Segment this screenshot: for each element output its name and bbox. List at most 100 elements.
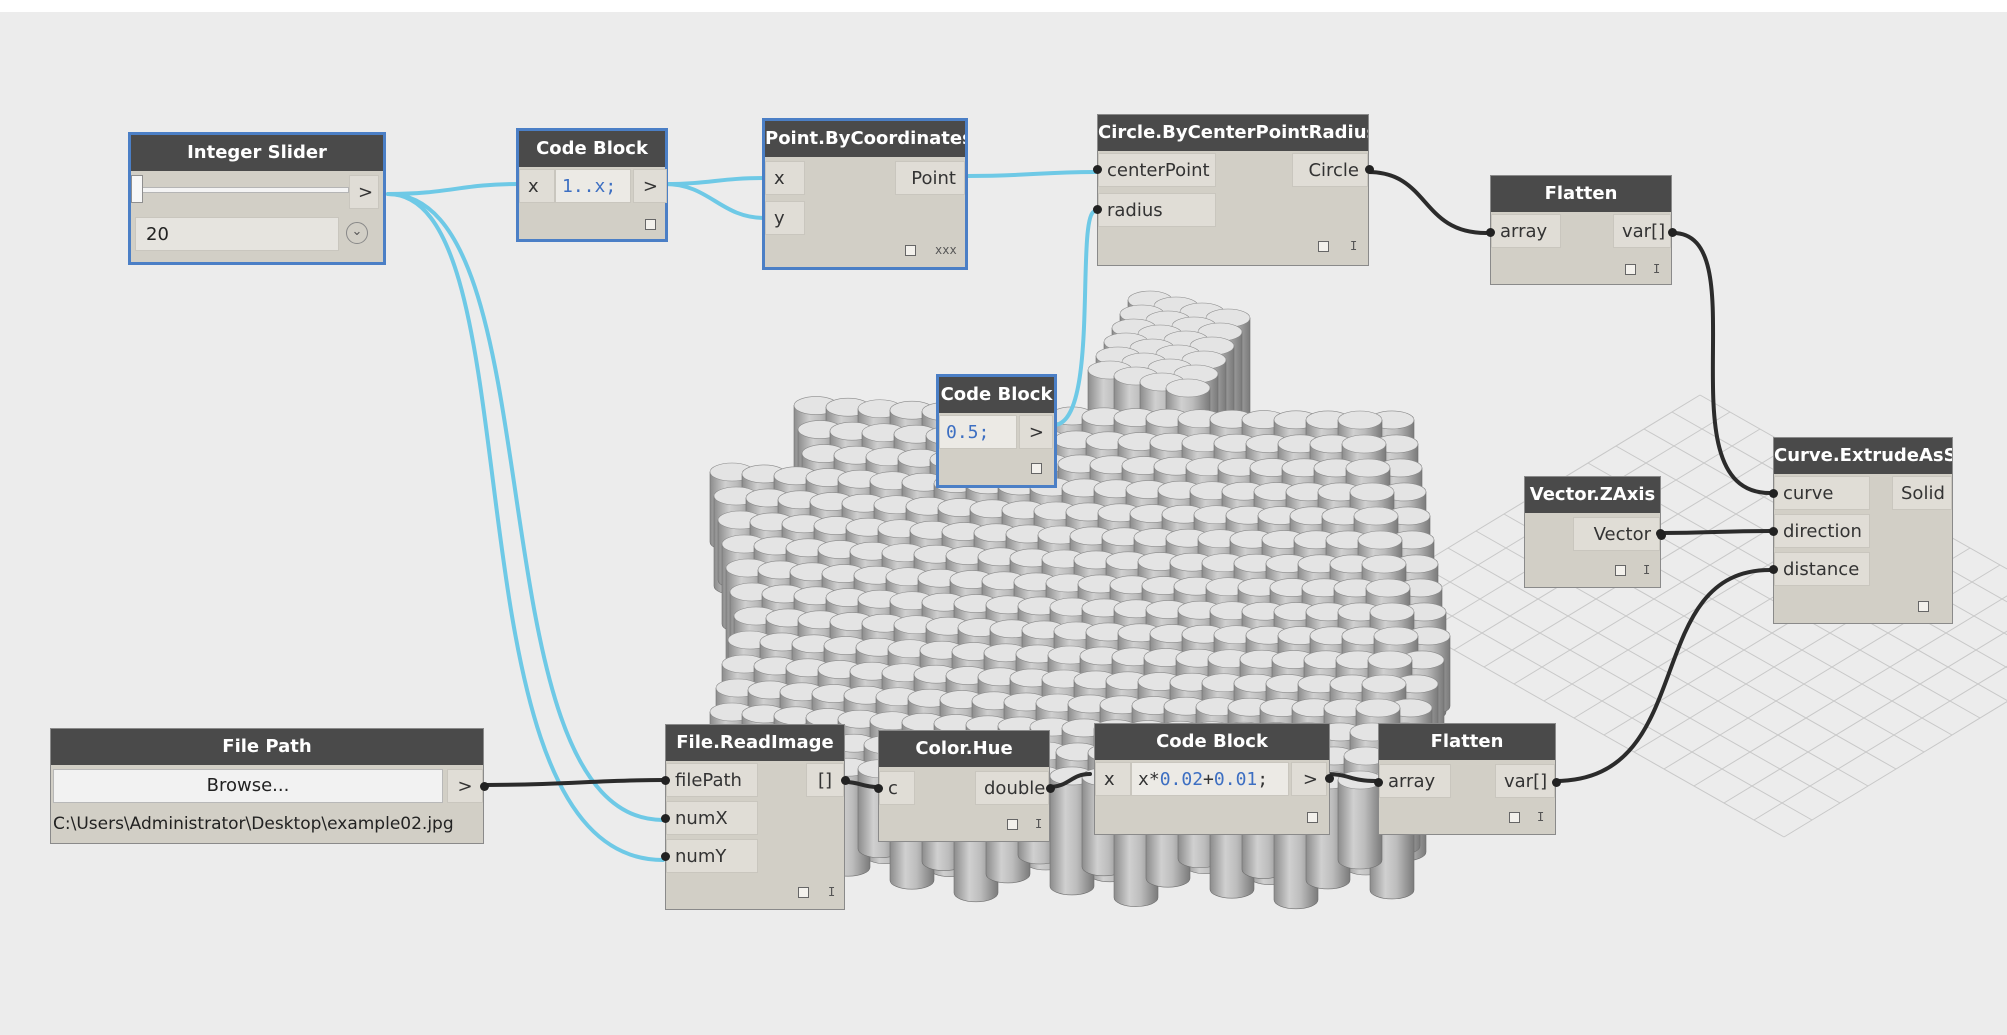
input-port-x[interactable]: x bbox=[1095, 762, 1131, 796]
wire-codeblock-to-point-y[interactable] bbox=[663, 182, 767, 220]
output-port[interactable]: > bbox=[447, 769, 483, 803]
file-readimage-node[interactable]: File.ReadImage filePath numX numY [] I bbox=[661, 724, 850, 910]
output-port[interactable]: > bbox=[633, 169, 667, 203]
color-hue-node[interactable]: Color.Hue c double I bbox=[874, 730, 1055, 842]
input-port-array[interactable]: array bbox=[1379, 764, 1451, 798]
input-port-y[interactable]: y bbox=[765, 201, 805, 235]
port-dot bbox=[480, 782, 489, 791]
input-port-direction[interactable]: direction bbox=[1774, 514, 1870, 548]
output-port-solid[interactable]: Solid bbox=[1892, 476, 1952, 510]
point-bycoordinates-node[interactable]: Point.ByCoordinates x y Point xxx bbox=[762, 118, 968, 270]
output-port[interactable]: > bbox=[1019, 415, 1053, 449]
output-port-point[interactable]: Point bbox=[895, 161, 965, 195]
wire-hue-to-code[interactable] bbox=[1046, 772, 1092, 789]
circle-bycenterpointradius-node[interactable]: Circle.ByCenterPointRadius centerPoint r… bbox=[1093, 114, 1374, 266]
preview-toggle[interactable] bbox=[645, 219, 656, 230]
grid-line bbox=[1447, 547, 1869, 787]
output-port-vector[interactable]: Vector bbox=[1573, 517, 1660, 551]
code-text[interactable]: 1..x; bbox=[555, 169, 631, 203]
input-port-numx[interactable]: numX bbox=[666, 801, 758, 835]
input-port-c[interactable]: c bbox=[879, 771, 915, 805]
input-port-x[interactable]: x bbox=[765, 161, 805, 195]
slider-value-field[interactable]: 20 bbox=[135, 217, 339, 251]
curve-extrudeassolid-node[interactable]: Curve.ExtrudeAsSolid curve direction dis… bbox=[1769, 437, 1953, 624]
node-title: Code Block bbox=[1095, 724, 1329, 760]
output-port-var[interactable]: var[] bbox=[1495, 764, 1555, 798]
code-block-radius-node[interactable]: Code Block 0.5; > bbox=[936, 374, 1057, 488]
port-dot bbox=[661, 852, 670, 861]
slider-thumb[interactable] bbox=[131, 175, 143, 203]
wire-filepath-to-readimage[interactable] bbox=[484, 778, 665, 787]
code-range: 1..x; bbox=[562, 176, 617, 197]
lacing-indicator: I bbox=[1350, 239, 1358, 253]
port-dot bbox=[1552, 778, 1561, 787]
file-path-node[interactable]: File Path Browse... > C:\Users\Administr… bbox=[50, 728, 489, 844]
wire-image-to-hue[interactable] bbox=[843, 780, 880, 789]
code-text[interactable]: x*0.02+0.01; bbox=[1131, 762, 1289, 796]
input-port-numy[interactable]: numY bbox=[666, 839, 758, 873]
input-port-radius[interactable]: radius bbox=[1098, 193, 1216, 227]
node-title: Flatten bbox=[1491, 176, 1671, 212]
node-title: Code Block bbox=[519, 131, 665, 167]
code-block-scale-node[interactable]: Code Block x x*0.02+0.01; > bbox=[1094, 723, 1334, 835]
output-port-var[interactable]: var[] bbox=[1613, 214, 1671, 248]
input-port-distance[interactable]: distance bbox=[1774, 552, 1870, 586]
input-port-curve[interactable]: curve bbox=[1774, 476, 1870, 510]
wire-circle-to-flatten[interactable] bbox=[1366, 170, 1488, 235]
lacing-indicator: xxx bbox=[935, 243, 957, 257]
code-number: 0.02 bbox=[1159, 769, 1204, 790]
port-dot bbox=[1374, 778, 1383, 787]
preview-toggle[interactable] bbox=[1031, 463, 1042, 474]
flatten-node-bottom[interactable]: Flatten array var[] I bbox=[1374, 723, 1561, 835]
output-port[interactable]: [] bbox=[806, 763, 844, 797]
port-dot bbox=[1046, 784, 1055, 793]
wire-slider-to-codeblock[interactable] bbox=[386, 182, 522, 196]
preview-toggle[interactable] bbox=[1509, 812, 1520, 823]
code-part: x* bbox=[1138, 769, 1160, 790]
preview-toggle[interactable] bbox=[1615, 565, 1626, 576]
node-title: File Path bbox=[51, 729, 483, 765]
input-port-array[interactable]: array bbox=[1491, 214, 1561, 248]
wire-vector-to-direction[interactable] bbox=[1659, 529, 1772, 535]
node-title: Integer Slider bbox=[131, 135, 383, 171]
preview-toggle[interactable] bbox=[1918, 601, 1929, 612]
preview-toggle[interactable] bbox=[798, 887, 809, 898]
wire-slider-to-numx[interactable] bbox=[386, 192, 665, 822]
preview-toggle[interactable] bbox=[1007, 819, 1018, 830]
code-block-range-node[interactable]: Code Block x 1..x; > bbox=[516, 128, 668, 242]
slider-track[interactable] bbox=[135, 187, 349, 193]
node-title: Circle.ByCenterPointRadius bbox=[1098, 115, 1368, 151]
preview-toggle[interactable] bbox=[1625, 264, 1636, 275]
port-dot bbox=[1325, 774, 1334, 783]
port-dot bbox=[1656, 529, 1665, 538]
wire-slider-to-numy[interactable] bbox=[386, 192, 665, 862]
input-port-centerpoint[interactable]: centerPoint bbox=[1098, 153, 1216, 187]
browse-button[interactable]: Browse... bbox=[53, 769, 443, 803]
port-dot bbox=[661, 776, 670, 785]
vector-zaxis-node[interactable]: Vector.ZAxis Vector I bbox=[1524, 476, 1666, 588]
port-dot bbox=[1769, 489, 1778, 498]
wire-point-to-center[interactable] bbox=[966, 170, 1097, 178]
input-port-filepath[interactable]: filePath bbox=[666, 763, 758, 797]
preview-toggle[interactable] bbox=[1307, 812, 1318, 823]
output-port-double[interactable]: double bbox=[975, 771, 1049, 805]
output-port[interactable]: > bbox=[1291, 762, 1327, 796]
slider-output-port[interactable]: > bbox=[349, 175, 379, 209]
chevron-down-icon[interactable]: ⌄ bbox=[346, 222, 368, 244]
preview-toggle[interactable] bbox=[1318, 241, 1329, 252]
flatten-node-top[interactable]: Flatten array var[] I bbox=[1486, 175, 1677, 285]
wire-flatten-to-distance[interactable] bbox=[1553, 568, 1772, 783]
output-port-circle[interactable]: Circle bbox=[1292, 153, 1368, 187]
code-text[interactable]: 0.5; bbox=[939, 415, 1017, 449]
wire-flatten-to-curve[interactable] bbox=[1671, 231, 1772, 495]
wire-radius-to-circle[interactable] bbox=[1053, 209, 1097, 427]
integer-slider-node[interactable]: Integer Slider > 20 ⌄ bbox=[128, 132, 386, 265]
port-dot bbox=[661, 814, 670, 823]
input-port-x[interactable]: x bbox=[519, 169, 555, 203]
wire-codeblock-to-point-x[interactable] bbox=[663, 176, 767, 186]
preview-toggle[interactable] bbox=[905, 245, 916, 256]
lacing-indicator: I bbox=[1643, 563, 1651, 577]
